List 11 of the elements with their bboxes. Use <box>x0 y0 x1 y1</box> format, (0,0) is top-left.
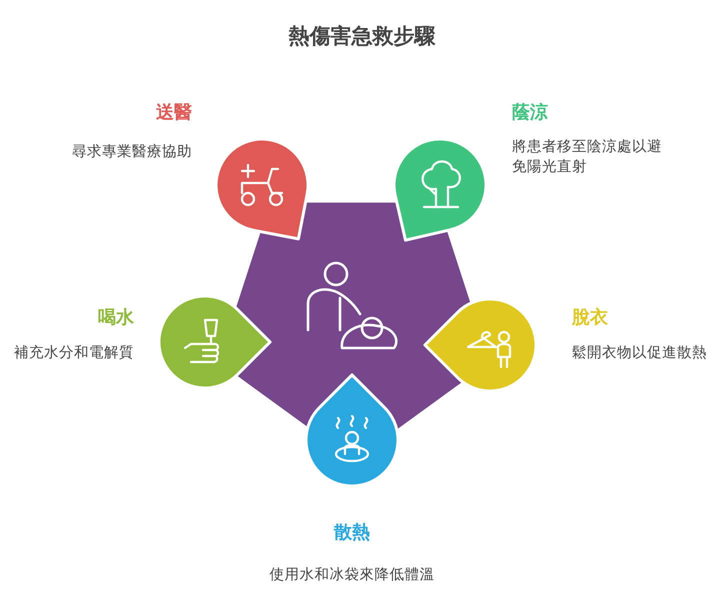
title: 熱傷害急救步驟 <box>288 23 436 50</box>
step-heading: 送醫 <box>155 102 192 124</box>
step-description: 使用水和冰袋來降低體溫 <box>268 566 436 585</box>
step-description: 將患者移至陰涼處以避免陽光直射 <box>512 138 662 177</box>
step-heading: 散熱 <box>332 522 371 544</box>
step-description: 鬆開衣物以促進散熱 <box>572 344 708 363</box>
step-heading: 蔭涼 <box>512 102 549 124</box>
step-description: 尋求專業醫療協助 <box>71 142 192 162</box>
step-heading: 喝水 <box>97 307 134 329</box>
step-description: 補充水分和電解質 <box>13 344 134 363</box>
step-heading: 脫衣 <box>572 307 609 329</box>
